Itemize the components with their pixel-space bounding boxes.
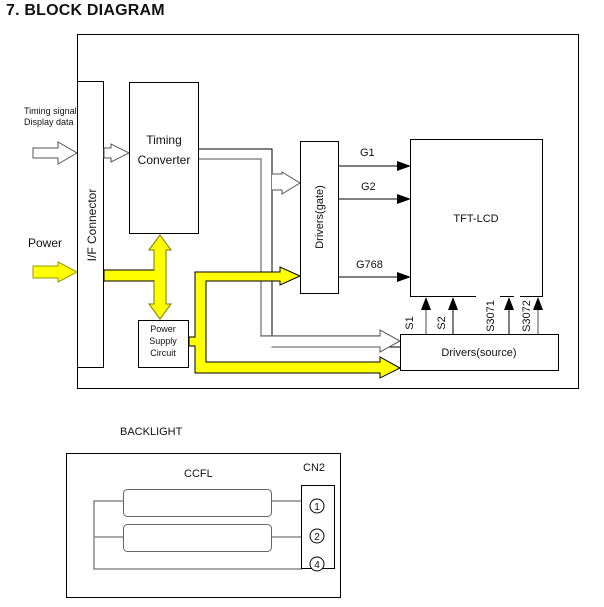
source-arrow-s2 [448, 297, 458, 310]
power-label: Power [28, 236, 62, 250]
power-bus-joint [150, 271, 162, 280]
gate-label-g2: G2 [361, 181, 376, 193]
ccfl-lamp-1 [123, 489, 272, 517]
power-input-arrow [32, 261, 79, 283]
gate-label-g1: G1 [360, 147, 375, 159]
cn2-connector [301, 485, 335, 569]
gate-label-g768: G768 [356, 259, 383, 271]
power-supply-block [138, 320, 189, 368]
source-label-s1: S1 [404, 316, 416, 329]
gate-arrow-g1 [397, 161, 411, 171]
if-connector-block [77, 81, 104, 368]
cn2-pin-4-label: 4 [314, 560, 320, 571]
source-label-s2: S2 [436, 316, 448, 329]
timing-to-gate-arrow [272, 171, 301, 195]
timing-input-arrow [32, 141, 78, 165]
display-data-label: Display data [24, 117, 74, 127]
drivers-source-block [400, 334, 559, 371]
source-label-s3071: S3071 [485, 300, 497, 332]
drivers-source-label: Drivers(source) [441, 347, 516, 359]
source-arrow-s3072 [533, 297, 543, 310]
cn2-pin-4 [309, 556, 325, 572]
power-supply-label-1: Power [150, 324, 176, 334]
timing-signal-label: Timing signal [24, 106, 77, 116]
timing-converter-block [129, 82, 199, 234]
backlight-common-wire [93, 500, 302, 570]
cn2-pin-1 [309, 498, 325, 514]
gate-arrow-g768 [397, 272, 411, 282]
page-title: 7. BLOCK DIAGRAM [6, 2, 165, 19]
cn2-label: CN2 [303, 462, 325, 474]
gate-arrow-g2 [397, 194, 411, 204]
power-supply-label-3: Circuit [150, 348, 176, 358]
if-connector-label: I/F Connector [85, 189, 99, 262]
power-supply-route [188, 266, 402, 379]
timing-converter-label-2: Converter [138, 153, 191, 167]
timing-converter-label-1: Timing [146, 133, 182, 147]
backlight-title: BACKLIGHT [120, 426, 183, 438]
if-to-timing-arrow [103, 143, 131, 163]
power-supply-label-2: Supply [149, 336, 177, 346]
cn2-pin-1-label: 1 [314, 502, 320, 513]
cn2-pin-2 [309, 528, 325, 544]
drivers-gate-block [300, 141, 339, 294]
source-arrow-s1 [421, 297, 431, 310]
tft-lcd-panel [410, 139, 543, 297]
timing-to-gate-line-outer [199, 148, 400, 348]
ccfl-lamp-2 [123, 524, 272, 552]
timing-to-source-arrow [261, 329, 402, 353]
ccfl-label: CCFL [184, 468, 213, 480]
source-arrow-s3071 [504, 297, 514, 310]
tft-lcd-label: TFT-LCD [453, 213, 498, 225]
source-label-s3072: S3072 [521, 300, 533, 332]
drivers-gate-label: Drivers(gate) [314, 185, 326, 249]
cn2-pin-2-label: 2 [314, 532, 320, 543]
backlight-frame [66, 453, 341, 598]
